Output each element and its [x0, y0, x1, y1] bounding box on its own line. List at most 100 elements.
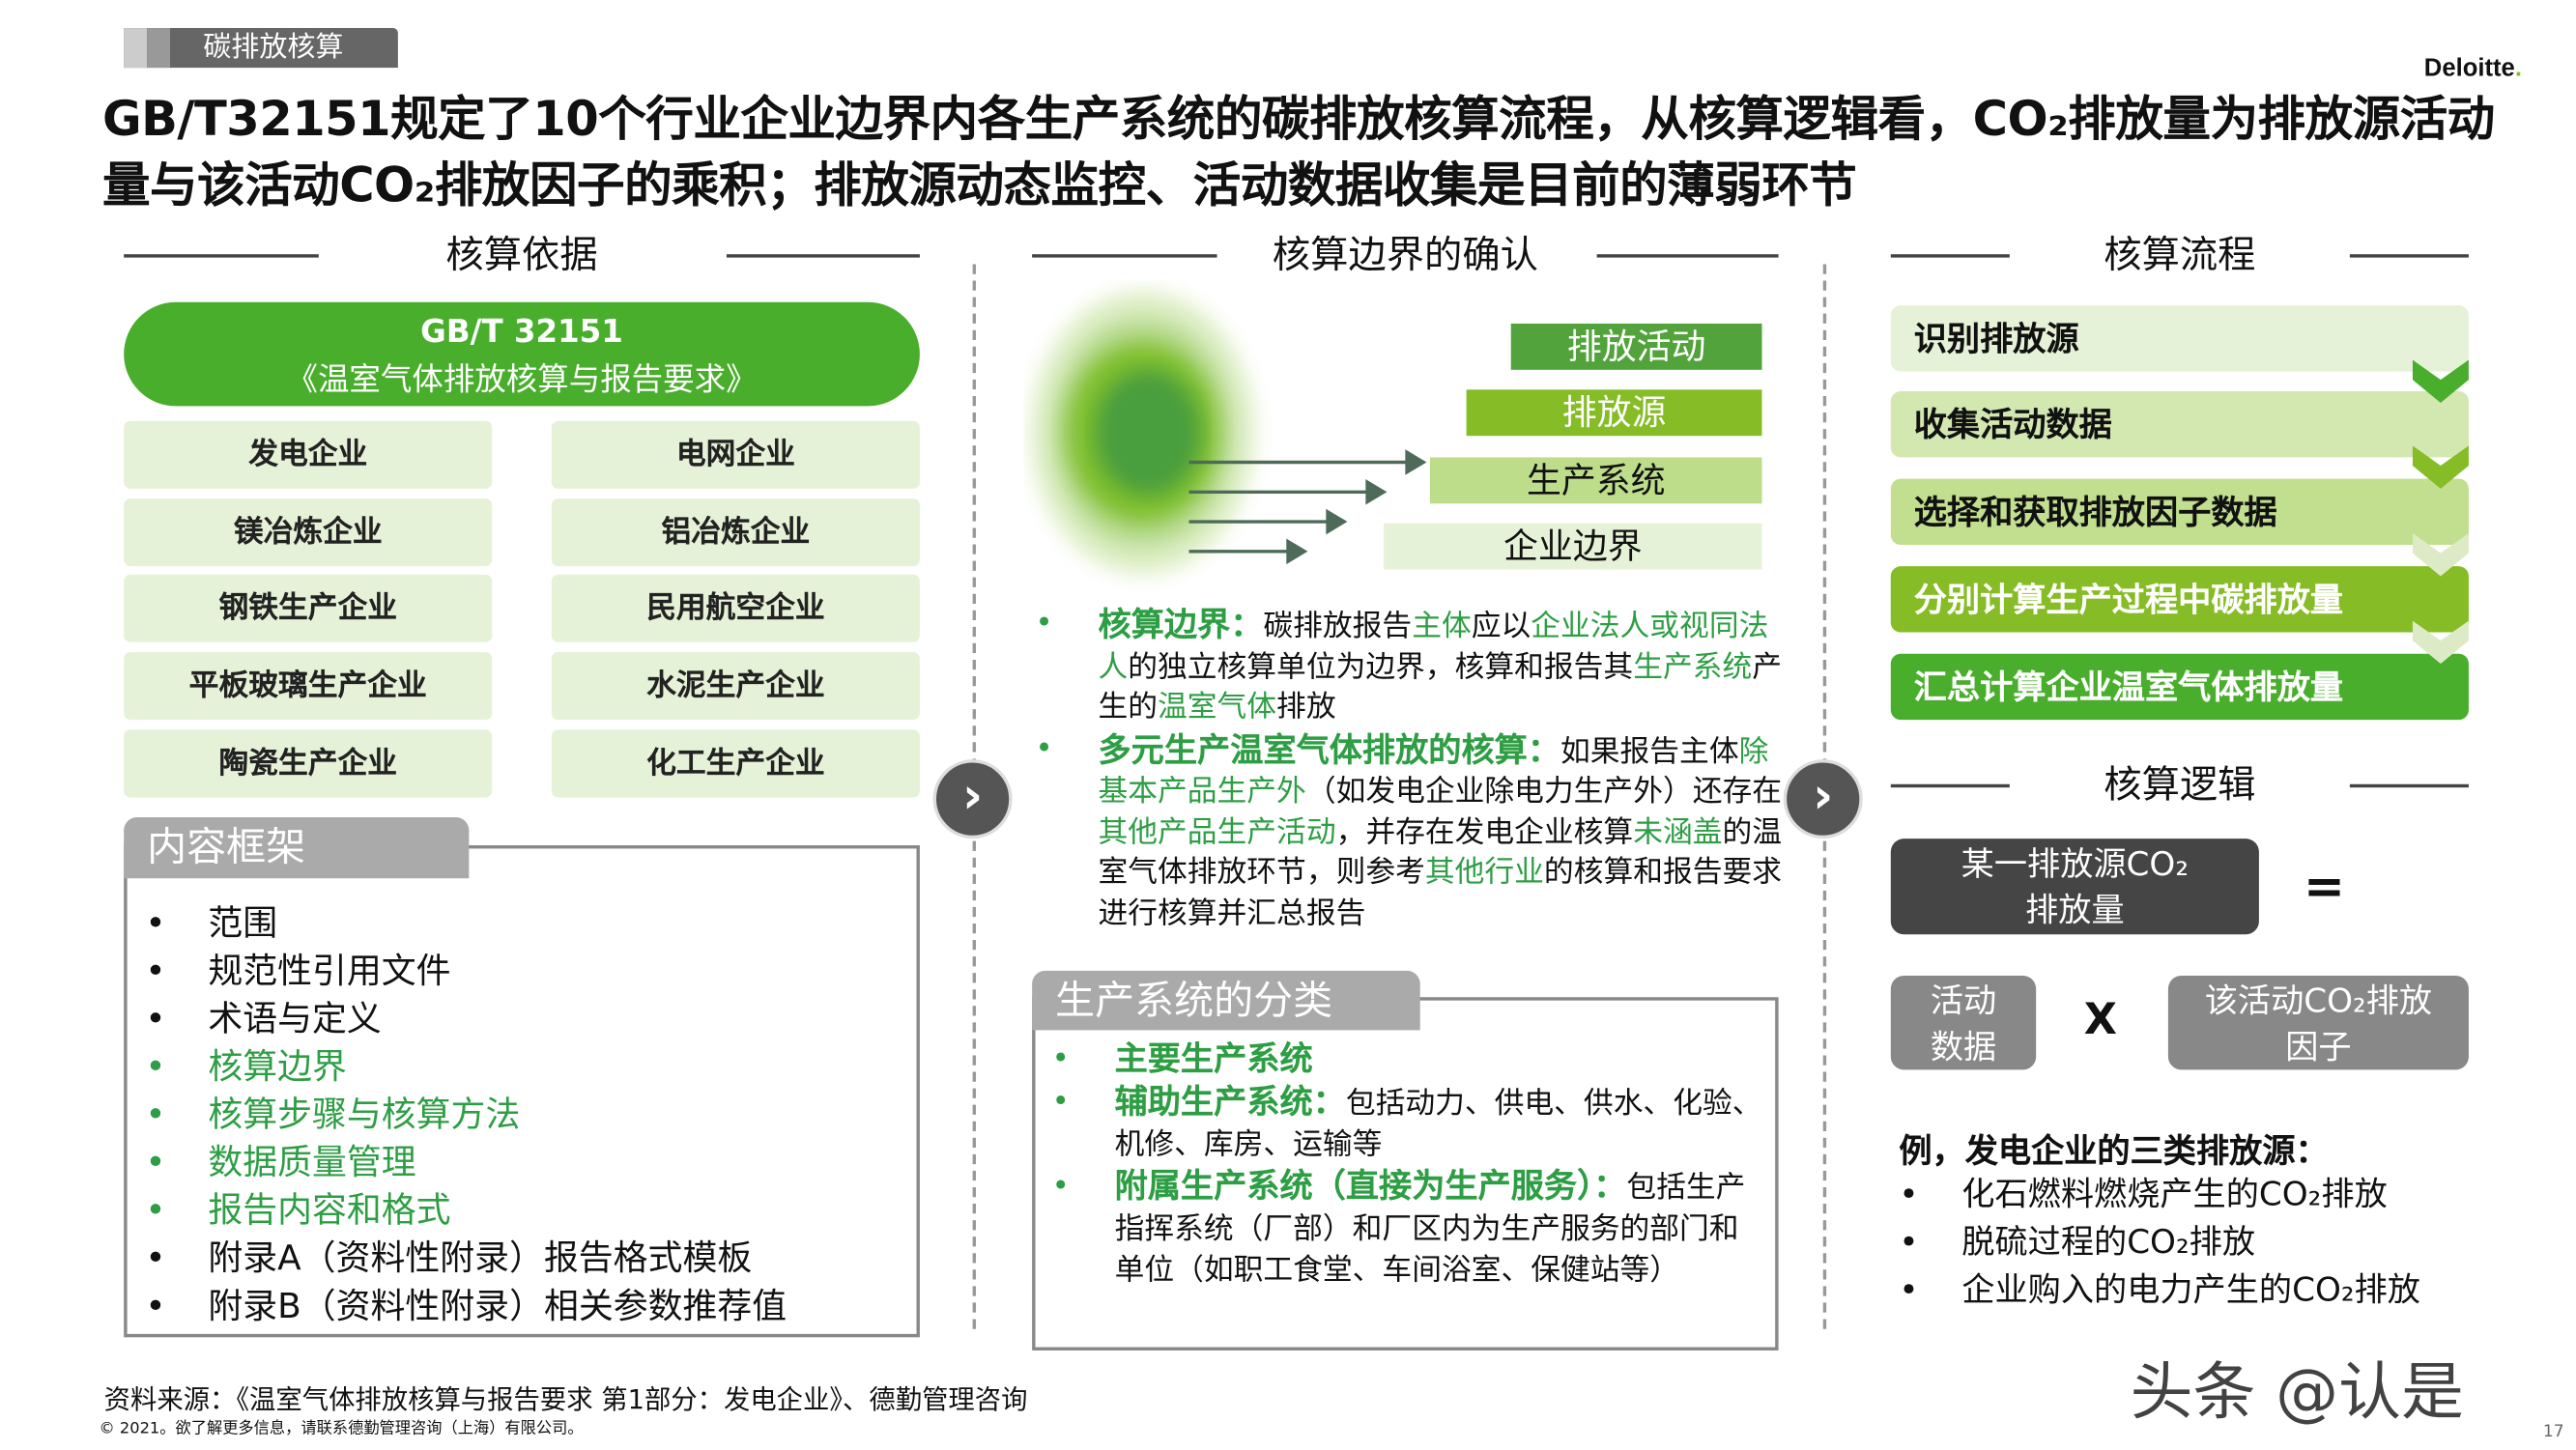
highlight-text: 除基本产品生产外: [1098, 733, 1769, 810]
industry-item: 化工生产企业: [551, 729, 920, 798]
framework-item: 核算边界: [129, 1043, 904, 1092]
industry-item: 镁冶炼企业: [124, 498, 493, 567]
source-note: 资料来源：《温室气体排放核算与报告要求 第1部分：发电企业》、德勤管理咨询: [103, 1383, 1028, 1415]
framework-item: 附录B（资料性附录）相关参数推荐值: [129, 1283, 904, 1331]
standard-name: 《温室气体排放核算与报告要求》: [286, 361, 758, 398]
chevron-down-icon: [2412, 445, 2469, 489]
body-text: 应以: [1471, 609, 1531, 644]
framework-item: 术语与定义: [129, 996, 904, 1044]
section-header-text: 核算逻辑: [2057, 764, 2303, 808]
flow-step: 汇总计算企业温室气体排放量: [1890, 653, 2469, 721]
flow-step: 选择和获取排放因子数据: [1890, 478, 2469, 545]
highlight-text: 温室气体: [1158, 690, 1277, 725]
industry-item: 发电企业: [124, 420, 493, 489]
bullet-item: 多元生产温室气体排放的核算：如果报告主体除基本产品生产外（如发电企业除电力生产外…: [1032, 729, 1784, 935]
example-list: 化石燃料燃烧产生的CO₂排放脱硫过程的CO₂排放企业购入的电力产生的CO₂排放: [1882, 1171, 2476, 1315]
divider: [1890, 783, 2010, 788]
section-header-text: 核算流程: [2057, 234, 2303, 278]
flow-step: 识别排放源: [1890, 305, 2469, 372]
body-text: 碳排放报告: [1263, 609, 1413, 644]
chevron-down-icon: [2412, 620, 2469, 665]
framework-item: 核算步骤与核算方法: [129, 1092, 904, 1140]
highlight-text: 主体: [1412, 609, 1472, 644]
divider: [1890, 254, 2010, 258]
bullet-item: 附属生产系统（直接为生产服务）：包括生产指挥系统（厂部）和厂区内为生产服务的部门…: [1048, 1166, 1766, 1292]
watermark: 头条 @认是: [2130, 1355, 2464, 1429]
highlight-text: 其他行业: [1424, 855, 1544, 891]
deloitte-logo: Deloitte.: [2423, 54, 2522, 83]
body-text: 的独立核算单位为边界，核算和报告其: [1128, 649, 1634, 685]
section-tag: 碳排放核算: [124, 28, 398, 69]
section-header-boundary: 核算边界的确认: [1032, 231, 1778, 280]
next-arrow-icon: ›: [932, 759, 1013, 839]
example-item: 企业购入的电力产生的CO₂排放: [1882, 1266, 2476, 1315]
bullet-item: 主要生产系统: [1048, 1038, 1766, 1081]
chevron-down-icon: [2412, 533, 2469, 577]
divider: [726, 254, 920, 258]
framework-title: 内容框架: [124, 816, 470, 879]
body-text: ，并存在发电企业核算: [1335, 814, 1634, 850]
layer-emission-activity: 排放活动: [1510, 323, 1762, 370]
emission-result-box: 某一排放源CO₂排放量: [1890, 839, 2259, 935]
industry-item: 钢铁生产企业: [124, 574, 493, 642]
flow-step: 收集活动数据: [1890, 391, 2469, 458]
page-number: 17: [2542, 1423, 2564, 1441]
bullet-item: 辅助生产系统：包括动力、供电、供水、化验、机修、库房、运输等: [1048, 1081, 1766, 1165]
framework-item: 数据质量管理: [129, 1139, 904, 1187]
boundary-notes: 核算边界：碳排放报告主体应以企业法人或视同法人的独立核算单位为边界，核算和报告其…: [1032, 604, 1784, 934]
framework-box: [124, 845, 920, 1338]
body-text: 包括生产指挥系统（厂部）和厂区内为生产服务的部门和单位（如职工食堂、车间浴室、保…: [1114, 1170, 1746, 1289]
layer-emission-source: 排放源: [1466, 389, 1762, 437]
divider: [1032, 254, 1217, 258]
layer-enterprise-boundary: 企业边界: [1384, 523, 1762, 570]
ring-core: [1095, 369, 1201, 496]
next-arrow-icon: ›: [1783, 759, 1863, 839]
activity-data-box: 活动数据: [1890, 976, 2037, 1070]
divider: [124, 254, 319, 258]
highlight-text: 其他产品生产活动: [1098, 814, 1336, 850]
body-text: （如发电企业除电力生产外）还存在: [1305, 774, 1783, 810]
highlight-text: 未涵盖: [1633, 814, 1723, 850]
body-text: 排放: [1276, 690, 1336, 725]
equals-sign: =: [2304, 858, 2346, 917]
highlight-text: 附属生产系统（直接为生产服务）：: [1114, 1165, 1627, 1206]
framework-item: 规范性引用文件: [129, 948, 904, 996]
layer-production-system: 生产系统: [1429, 457, 1762, 504]
framework-item: 附录A（资料性附录）报告格式模板: [129, 1235, 904, 1283]
copyright: © 2021。欲了解更多信息，请联系德勤管理咨询（上海）有限公司。: [99, 1419, 584, 1438]
classification-list: 主要生产系统辅助生产系统：包括动力、供电、供水、化验、机修、库房、运输等附属生产…: [1048, 1038, 1766, 1291]
divider: [2349, 254, 2469, 258]
arrows: [1188, 449, 1427, 565]
divider: [1596, 254, 1779, 258]
industry-item: 民用航空企业: [551, 574, 920, 642]
section-header-basis: 核算依据: [124, 231, 920, 280]
standard-code: GB/T 32151: [420, 313, 623, 351]
multiply-sign: X: [2083, 995, 2118, 1045]
divider: [2349, 783, 2469, 788]
body-text: 如果报告主体: [1560, 733, 1739, 769]
standard-pill: GB/T 32151 《温室气体排放核算与报告要求》: [124, 301, 920, 407]
industry-item: 陶瓷生产企业: [124, 729, 493, 798]
bullet-item: 核算边界：碳排放报告主体应以企业法人或视同法人的独立核算单位为边界，核算和报告其…: [1032, 604, 1784, 728]
boundary-diagram: [1030, 290, 1427, 575]
highlight-text: 辅助生产系统：: [1114, 1081, 1346, 1122]
classification-title: 生产系统的分类: [1032, 970, 1420, 1031]
body-text: 的核算和报告要求进行核算并汇总报告: [1098, 855, 1783, 931]
flow-step: 分别计算生产过程中碳排放量: [1890, 566, 2469, 633]
page-title: GB/T32151规定了10个行业企业边界内各生产系统的碳排放核算流程，从核算逻…: [101, 90, 2495, 213]
industry-item: 平板玻璃生产企业: [124, 652, 493, 721]
industry-item: 电网企业: [551, 420, 920, 489]
highlight-text: 核算边界：: [1098, 604, 1264, 644]
highlight-text: 企业法人或视同法人: [1098, 609, 1769, 685]
highlight-text: 主要生产系统: [1114, 1038, 1313, 1078]
emission-factor-box: 该活动CO₂排放因子: [2167, 976, 2469, 1070]
example-item: 脱硫过程的CO₂排放: [1882, 1218, 2476, 1266]
highlight-text: 生产系统: [1633, 649, 1753, 685]
body-text: 包括动力、供电、供水、化验、机修、库房、运输等: [1114, 1086, 1762, 1163]
section-header-flow: 核算流程: [1891, 231, 2469, 280]
chevron-down-icon: [2412, 359, 2469, 403]
logo-text: Deloitte: [2423, 54, 2515, 83]
industry-item: 铝冶炼企业: [551, 498, 920, 567]
body-text: 产生的: [1098, 649, 1783, 725]
